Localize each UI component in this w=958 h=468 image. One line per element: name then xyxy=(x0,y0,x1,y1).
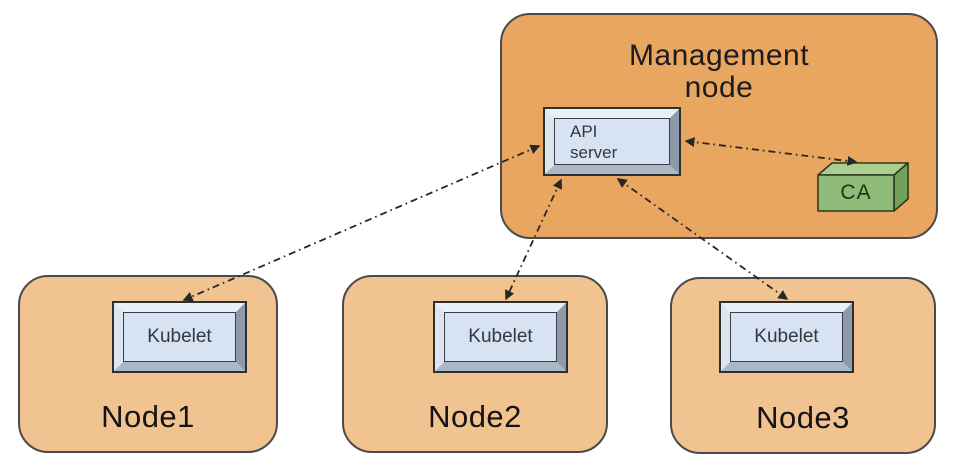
kubelet3-bevel xyxy=(721,303,852,371)
kubelet3-label: Kubelet xyxy=(730,312,843,362)
api-server-bevel xyxy=(545,109,679,174)
kubelet3-box: Kubelet xyxy=(719,301,854,373)
management-node-title: Management node xyxy=(628,39,810,104)
kubelet2-label: Kubelet xyxy=(444,312,557,362)
node3-label: Node3 xyxy=(756,400,850,435)
ca-label: CA xyxy=(840,181,872,204)
node1-label: Node1 xyxy=(101,399,195,434)
kubelet1-label: Kubelet xyxy=(123,312,236,362)
node2-label: Node2 xyxy=(428,399,522,434)
api-server-box: API server xyxy=(543,107,681,176)
api-server-label: API server xyxy=(554,118,670,165)
kubelet1-box: Kubelet xyxy=(112,301,247,373)
kubelet1-bevel xyxy=(114,303,245,371)
kubelet2-bevel xyxy=(435,303,566,371)
kubelet2-box: Kubelet xyxy=(433,301,568,373)
